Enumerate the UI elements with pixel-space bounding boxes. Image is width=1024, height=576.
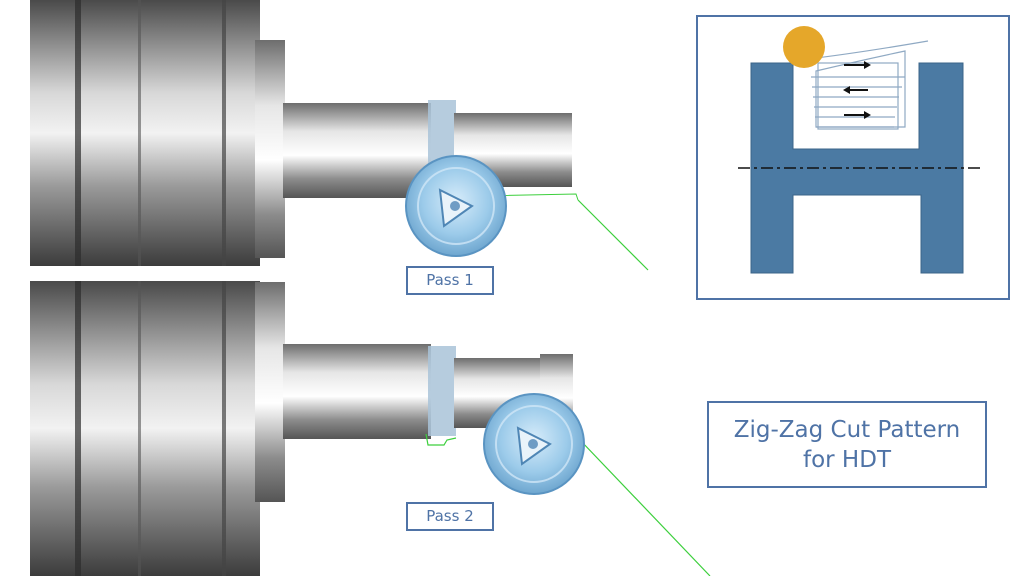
- arrow-right-icon: [844, 111, 871, 119]
- cutting-tool-pass-1: [405, 155, 507, 257]
- pass-1-label: Pass 1: [406, 266, 494, 295]
- cutting-tool-pass-2: [483, 393, 585, 495]
- zig-zag-diagram: [696, 15, 1010, 300]
- title-text: Zig-Zag Cut Pattern for HDT: [733, 416, 961, 473]
- workpiece-pass-1: [30, 0, 649, 271]
- arrow-right-icon: [844, 61, 871, 69]
- arrow-left-icon: [843, 86, 868, 94]
- title-box: Zig-Zag Cut Pattern for HDT: [707, 401, 987, 488]
- pass-2-label: Pass 2: [406, 502, 494, 531]
- tool-ball-icon: [783, 26, 825, 68]
- h-profile-diagram: [738, 26, 980, 274]
- workpiece-pass-2: [30, 281, 711, 576]
- cut-pattern-lines: [807, 40, 929, 130]
